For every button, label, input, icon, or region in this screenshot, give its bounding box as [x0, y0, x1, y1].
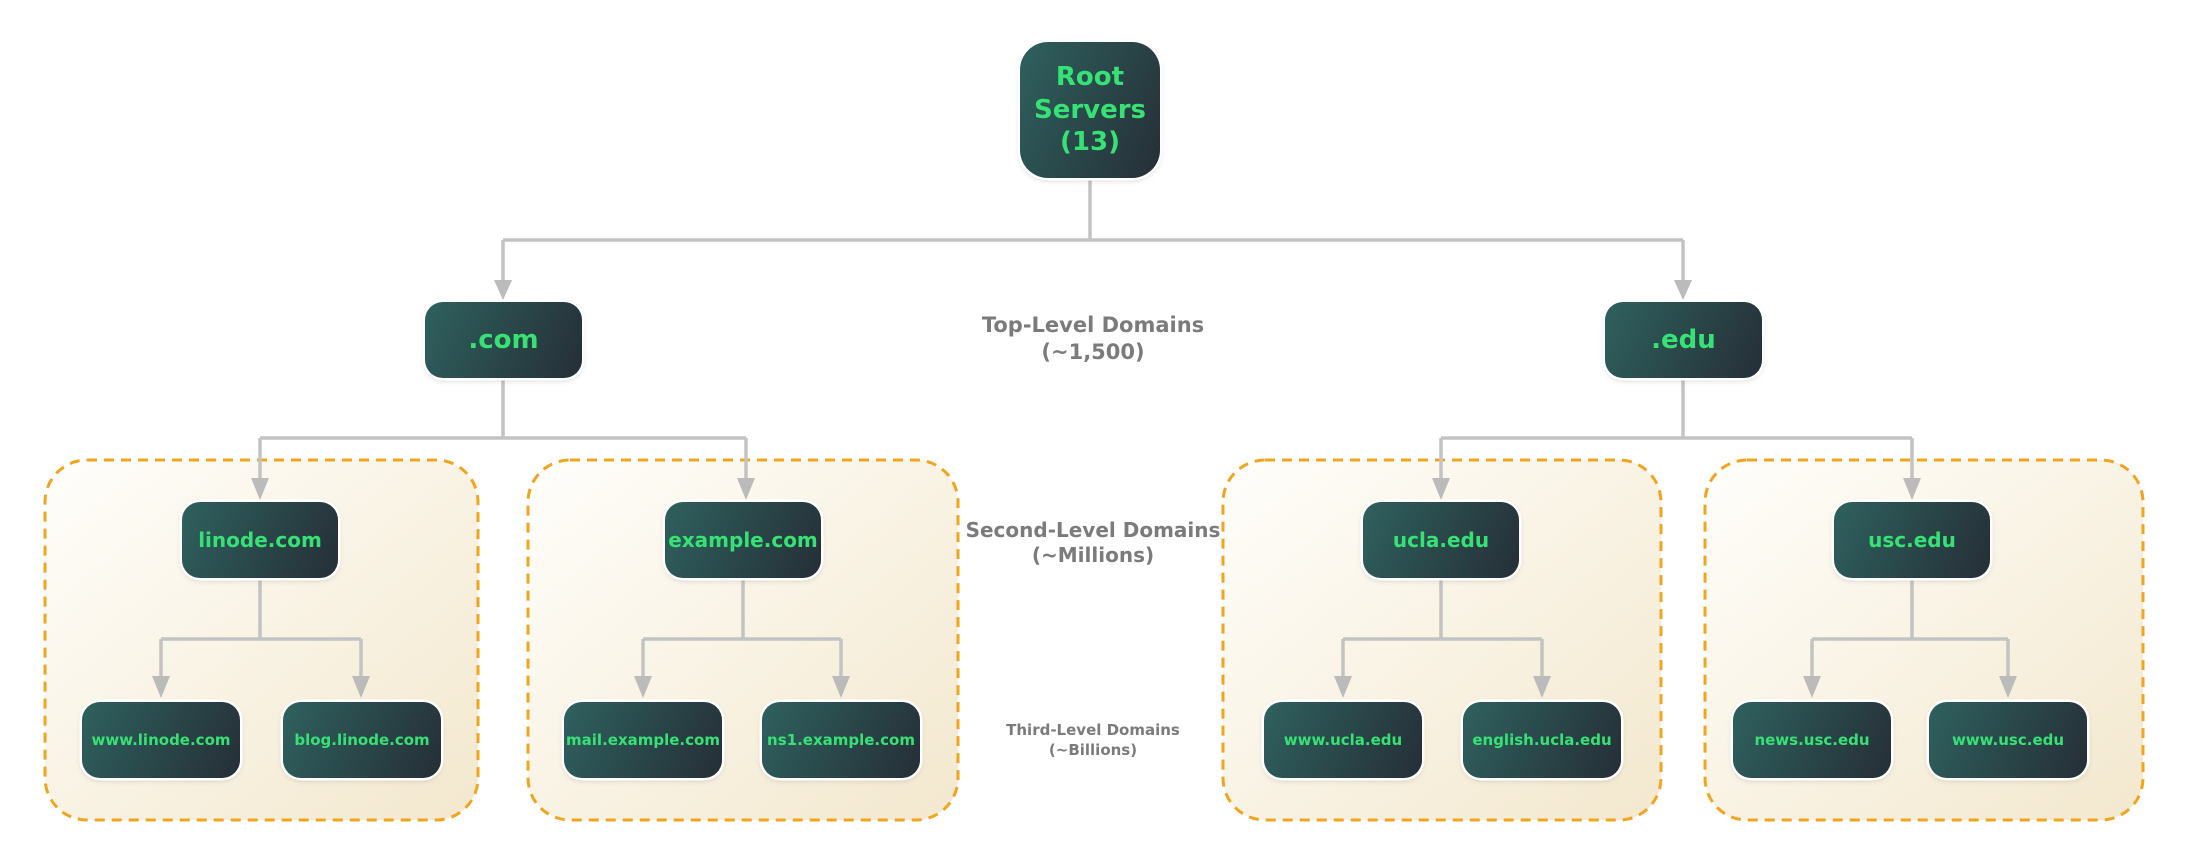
node-blog-linode-com-label: blog.linode.com [294, 730, 430, 749]
node-www-linode-com-label: www.linode.com [91, 730, 231, 749]
level-label-top-level-domains: Top-Level Domains (~1,500) [913, 312, 1273, 366]
node-www-ucla-edu-label: www.ucla.edu [1283, 730, 1403, 749]
connector-linode-to-subdomains [159, 578, 363, 678]
node-sld-example-com: example.com [665, 502, 821, 578]
node-sld-usc-edu-label: usc.edu [1868, 527, 1956, 552]
level-label-top-line1: Top-Level Domains [981, 313, 1205, 337]
arrowhead-ns1-example [832, 676, 850, 698]
arrowhead-usc-edu [1903, 478, 1921, 500]
connector-com-to-slds [258, 378, 748, 480]
arrowhead-edu [1674, 280, 1692, 300]
arrowhead-linode-com [251, 478, 269, 500]
arrowhead-news-usc [1803, 676, 1821, 698]
level-label-second-level-domains: Second-Level Domains (~Millions) [913, 518, 1273, 568]
node-mail-example-com: mail.example.com [564, 702, 722, 778]
node-sld-ucla-edu-label: ucla.edu [1392, 527, 1490, 552]
node-ns1-example-com-label: ns1.example.com [767, 730, 915, 749]
arrowhead-ucla-edu [1432, 478, 1450, 500]
node-www-ucla-edu: www.ucla.edu [1264, 702, 1422, 778]
arrowhead-www-ucla [1334, 676, 1352, 698]
arrowhead-example-com [737, 478, 755, 500]
node-root-servers: Root Servers (13) [1020, 42, 1160, 178]
node-sld-linode-com: linode.com [182, 502, 338, 578]
node-root-servers-label: Root Servers (13) [1033, 62, 1147, 158]
arrowhead-mail-example [634, 676, 652, 698]
node-sld-linode-com-label: linode.com [198, 527, 322, 552]
arrowhead-www-linode [152, 676, 170, 698]
node-www-usc-edu: www.usc.edu [1929, 702, 2087, 778]
node-www-linode-com: www.linode.com [82, 702, 240, 778]
node-tld-com-label: .com [468, 324, 539, 355]
connector-usc-to-subdomains [1810, 578, 2010, 678]
level-label-second-line2: (~Millions) [1031, 543, 1155, 567]
node-blog-linode-com: blog.linode.com [283, 702, 441, 778]
connector-example-to-subdomains [641, 578, 843, 678]
node-news-usc-edu-label: news.usc.edu [1754, 730, 1870, 749]
arrowhead-blog-linode [352, 676, 370, 698]
node-tld-com: .com [425, 302, 582, 378]
level-label-third-line1: Third-Level Domains [1006, 721, 1180, 739]
node-sld-usc-edu: usc.edu [1834, 502, 1990, 578]
connector-root-to-tlds [501, 178, 1685, 282]
level-label-third-line2: (~Billions) [1048, 741, 1138, 759]
level-label-top-line2: (~1,500) [1041, 340, 1145, 364]
connector-ucla-to-subdomains [1341, 578, 1544, 678]
arrowhead-www-usc [1999, 676, 2017, 698]
node-ns1-example-com: ns1.example.com [762, 702, 920, 778]
node-www-usc-edu-label: www.usc.edu [1951, 730, 2065, 749]
arrowhead-english-ucla [1533, 676, 1551, 698]
node-sld-example-com-label: example.com [668, 527, 818, 552]
node-english-ucla-edu-label: english.ucla.edu [1472, 730, 1612, 749]
level-label-third-level-domains: Third-Level Domains (~Billions) [913, 720, 1273, 760]
connector-edu-to-slds [1439, 378, 1914, 480]
node-english-ucla-edu: english.ucla.edu [1463, 702, 1621, 778]
level-label-second-line1: Second-Level Domains [965, 518, 1221, 542]
arrowhead-com [494, 280, 512, 300]
node-tld-edu: .edu [1605, 302, 1762, 378]
node-news-usc-edu: news.usc.edu [1733, 702, 1891, 778]
node-sld-ucla-edu: ucla.edu [1363, 502, 1519, 578]
node-mail-example-com-label: mail.example.com [566, 730, 720, 749]
node-tld-edu-label: .edu [1651, 324, 1716, 355]
